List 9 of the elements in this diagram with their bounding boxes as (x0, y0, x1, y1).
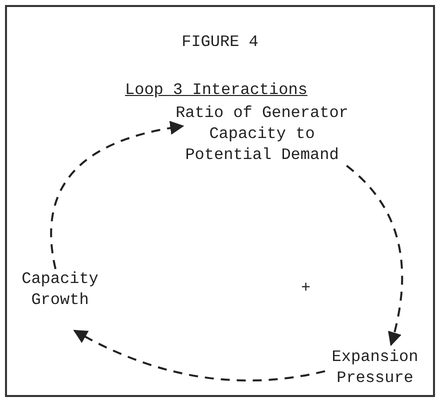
dashed-arrow (73, 330, 326, 382)
variable-label: Capacity Growth (15, 269, 105, 311)
variable-label: Ratio of Generator Capacity to Potential Demand (172, 103, 352, 166)
figure-title: FIGURE 4 (180, 33, 260, 51)
dashed-arrow (50, 121, 184, 270)
polarity-sign: + (301, 279, 311, 297)
subtitle: Loop 3 Interactions (125, 81, 308, 99)
variable-label: Expansion Pressure (325, 347, 425, 389)
dashed-arrow (346, 164, 404, 346)
